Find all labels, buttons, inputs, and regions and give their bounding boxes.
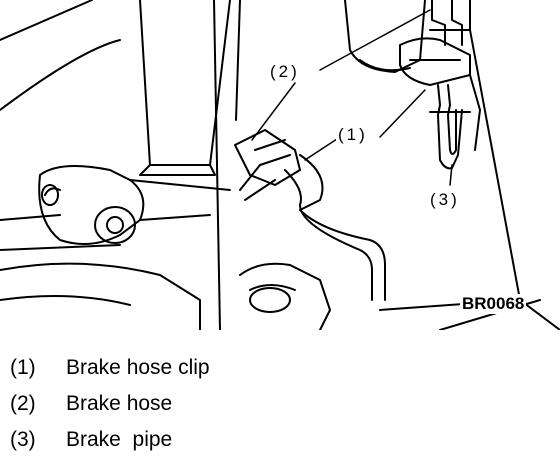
callout-leader-lines <box>251 9 453 186</box>
legend-number: (1) <box>10 356 36 379</box>
brake-caliper-icon <box>0 262 331 331</box>
legend-text: Brake hose <box>66 392 173 415</box>
legend-item: (1) Brake hose clip <box>10 356 530 392</box>
legend-item: (2) Brake hose <box>10 392 530 428</box>
shock-absorber-icon <box>139 0 241 331</box>
parts-legend: (1) Brake hose clip (2) Brake hose (3) B… <box>10 356 530 464</box>
brake-hose-clip-icon <box>234 129 301 201</box>
brake-pipe-icon <box>429 0 481 170</box>
callout-3-label: (3) <box>428 190 462 210</box>
brake-hose-illustration <box>0 0 560 331</box>
callout-2-label: (2) <box>268 62 302 82</box>
brake-hose-icon <box>284 154 386 301</box>
legend-number: (3) <box>10 428 36 451</box>
callout-1-label: (1) <box>336 125 370 145</box>
legend-text: Brake hose clip <box>66 356 210 379</box>
legend-item: (3) Brake pipe <box>10 428 530 464</box>
legend-text: Brake pipe <box>66 428 173 451</box>
knuckle-icon <box>38 165 231 245</box>
legend-number: (2) <box>10 392 36 415</box>
figure-code-label: BR0068 <box>460 294 527 314</box>
body-panel-lines-icon <box>0 0 560 331</box>
